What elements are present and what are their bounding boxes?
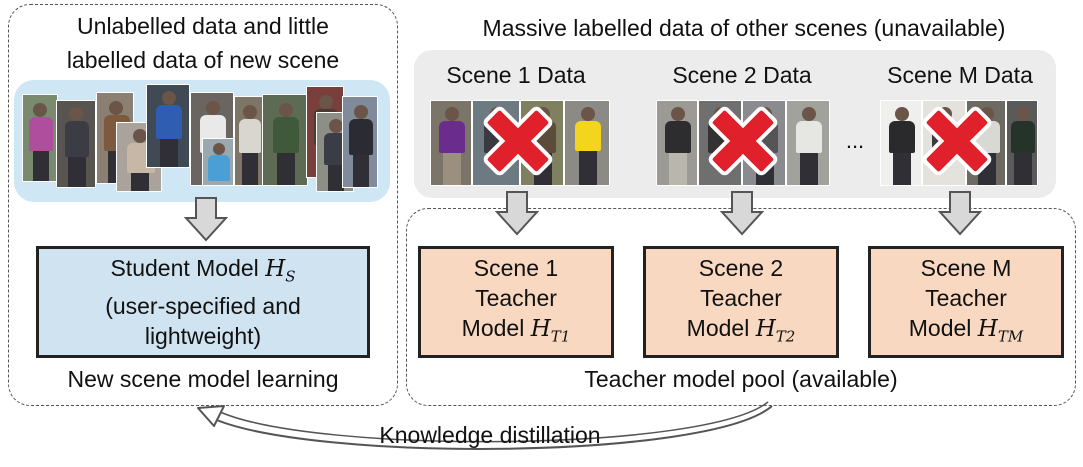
- teacher-model-box-1: Scene 1 Teacher Model HT1: [418, 246, 614, 358]
- teacher-1-symbol: HT1: [530, 315, 571, 346]
- person-thumbnail: [146, 84, 190, 168]
- teacher-2-line2: Teacher: [700, 284, 782, 311]
- person-thumbnail: [342, 96, 378, 188]
- teacher-1-subscript: T1: [550, 327, 571, 346]
- new-scene-title-line1: Unlabelled data and little: [77, 13, 329, 39]
- person-thumbnail: [564, 100, 610, 186]
- knowledge-distillation-label: Knowledge distillation: [379, 422, 601, 448]
- teacher-2-line1: Scene 2: [698, 254, 784, 281]
- teacher-model-box-2: Scene 2 Teacher Model HT2: [643, 246, 839, 358]
- teacher-1-symbol-h: H: [530, 315, 551, 342]
- student-model-symbol: HS: [265, 255, 296, 286]
- student-model-line3: lightweight): [144, 323, 262, 350]
- teacher-1-line1: Scene 1: [473, 254, 559, 281]
- teacher-m-line1: Scene M: [920, 254, 1012, 281]
- person-thumbnail: [1006, 100, 1038, 186]
- unavailable-cross-icon: [708, 106, 778, 176]
- teacher-m-symbol: HTM: [977, 315, 1024, 346]
- person-thumbnail: [234, 96, 264, 186]
- teacher-1-line3: Model HT1: [462, 313, 571, 352]
- teacher-pool-caption: Teacher model pool (available): [584, 366, 898, 392]
- student-symbol-h: H: [265, 255, 286, 282]
- person-thumbnail: [656, 100, 698, 186]
- person-thumbnail: [262, 94, 308, 186]
- scene-1-data-label: Scene 1 Data: [446, 62, 586, 88]
- teacher-m-subscript: TM: [997, 327, 1024, 346]
- new-scene-title-line2: labelled data of new scene: [66, 47, 340, 73]
- scene-2-data-label: Scene 2 Data: [672, 62, 812, 88]
- teacher-2-subscript: T2: [775, 327, 796, 346]
- student-model-label: Student Model: [110, 254, 266, 281]
- down-arrow-icon: [937, 191, 983, 236]
- student-symbol-subscript: S: [285, 267, 296, 286]
- teacher-2-symbol: HT2: [755, 315, 796, 346]
- teacher-m-line2: Teacher: [925, 284, 1007, 311]
- person-thumbnail: [56, 100, 96, 188]
- down-arrow-icon: [494, 191, 540, 236]
- person-thumbnail: [880, 100, 922, 186]
- person-thumbnail: [430, 100, 472, 186]
- down-arrow-icon: [719, 191, 765, 236]
- teacher-m-model-label: Model: [908, 314, 978, 341]
- student-model-box: Student Model HS (user-specified and lig…: [36, 246, 370, 358]
- scene-ellipsis: ...: [845, 128, 865, 153]
- teacher-2-symbol-h: H: [755, 315, 776, 342]
- new-scene-panel: [8, 4, 398, 406]
- down-arrow-icon: [183, 197, 229, 242]
- knowledge-distillation-arrow: [197, 401, 773, 450]
- student-model-line1: Student Model HS: [110, 253, 295, 292]
- new-scene-caption: New scene model learning: [67, 366, 339, 392]
- student-model-line2: (user-specified and: [105, 293, 301, 320]
- teacher-1-line2: Teacher: [475, 284, 557, 311]
- person-thumbnail: [202, 138, 234, 186]
- person-thumbnail: [786, 100, 830, 186]
- scene-m-data-label: Scene M Data: [887, 62, 1033, 88]
- unavailable-cross-icon: [483, 106, 553, 176]
- teacher-model-box-m: Scene M Teacher Model HTM: [868, 246, 1064, 358]
- teacher-1-model-label: Model: [461, 314, 531, 341]
- unavailable-cross-icon: [922, 106, 992, 176]
- other-scenes-title: Massive labelled data of other scenes (u…: [482, 15, 1006, 41]
- person-thumbnail: [22, 94, 58, 182]
- teacher-2-model-label: Model: [686, 314, 756, 341]
- teacher-m-symbol-h: H: [977, 315, 998, 342]
- teacher-2-line3: Model HT2: [687, 313, 796, 352]
- teacher-m-line3: Model HTM: [909, 313, 1023, 352]
